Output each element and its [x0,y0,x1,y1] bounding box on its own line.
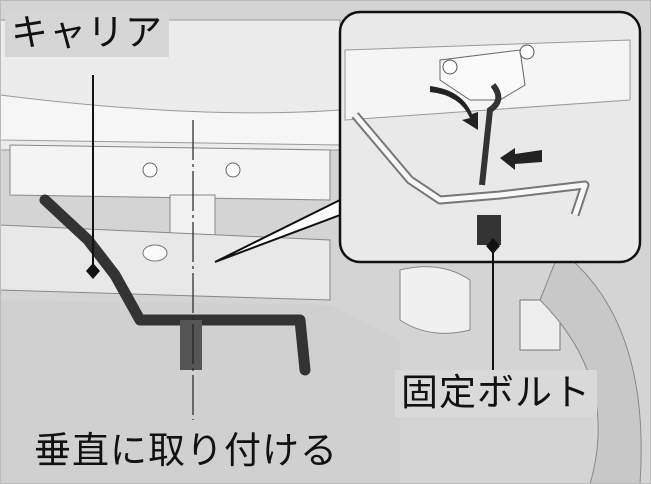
rotate-arrow-icon [430,86,478,130]
push-arrow-icon [500,148,542,170]
carrier-bar [39,194,311,376]
carrier-label: キャリア [5,10,169,57]
fixing-bolt-label: 固定ボルト [395,370,597,417]
install-vertically-label: 垂直に取り付ける [34,429,338,472]
fixing-bolt [477,215,501,245]
carrier-pointer-icon [86,263,100,279]
detail-inset [214,10,642,264]
bolt-pointer-icon [486,238,500,254]
